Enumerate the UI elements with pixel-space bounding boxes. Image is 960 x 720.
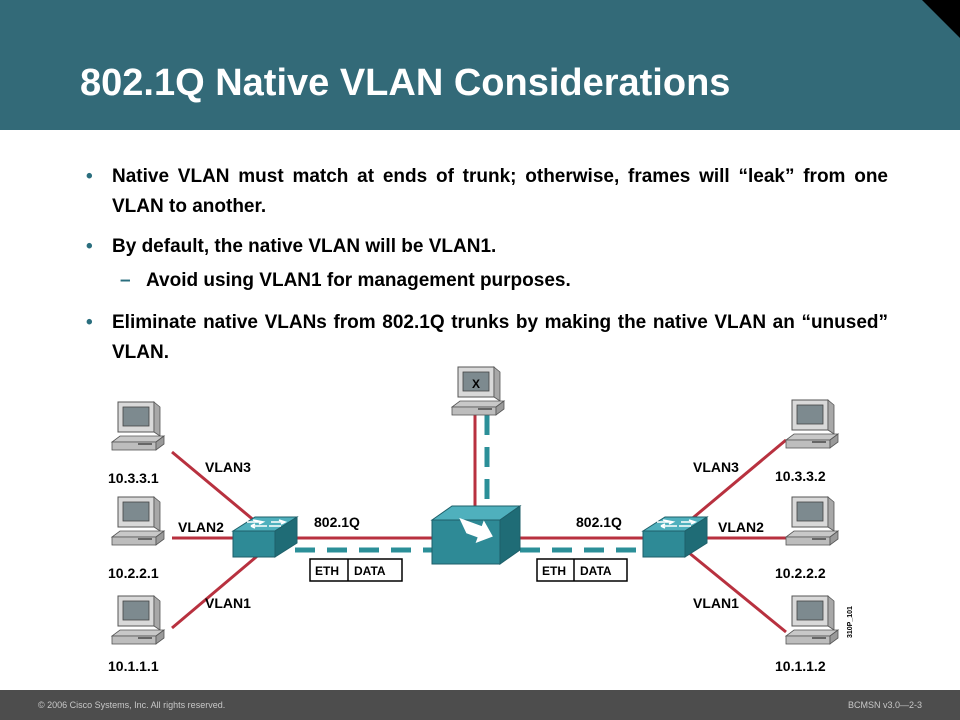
course-id: BCMSN v3.0—2-3 xyxy=(847,700,922,710)
slide-title: 802.1Q Native VLAN Considerations xyxy=(80,62,731,104)
vlan-label: VLAN2 xyxy=(718,519,764,535)
host-label: 10.1.1.2 xyxy=(775,658,826,674)
frame-eth-label: ETH xyxy=(315,564,339,578)
sub-bullet-text: Avoid using VLAN1 for management purpose… xyxy=(146,270,571,291)
copyright-text: © 2006 Cisco Systems, Inc. All rights re… xyxy=(38,700,226,710)
vlan-label: VLAN1 xyxy=(205,595,251,611)
host-label: 10.2.2.1 xyxy=(108,565,159,581)
sub-bullet-marker: – xyxy=(120,270,131,291)
right-vlan-links xyxy=(687,438,787,634)
sub-bullet-item: – Avoid using VLAN1 for management purpo… xyxy=(86,266,888,296)
frame-data-label: DATA xyxy=(580,564,612,578)
host-label: 10.3.3.1 xyxy=(108,470,159,486)
vlan-label: VLAN1 xyxy=(693,595,739,611)
workstation-icon xyxy=(111,496,165,546)
bullet-text: Native VLAN must match at ends of trunk;… xyxy=(112,166,888,217)
footer-bar: © 2006 Cisco Systems, Inc. All rights re… xyxy=(0,690,960,720)
vlan-label: VLAN3 xyxy=(205,459,251,475)
bullet-marker: • xyxy=(86,236,93,257)
host-label: 10.3.3.2 xyxy=(775,468,826,484)
title-bar: 802.1Q Native VLAN Considerations xyxy=(0,0,960,130)
left-vlan-links xyxy=(171,450,263,630)
bullet-list: • Native VLAN must match at ends of trun… xyxy=(86,162,888,378)
host-label: 10.2.2.2 xyxy=(775,565,826,581)
trunk-links xyxy=(296,415,645,540)
vlan-label: VLAN2 xyxy=(178,519,224,535)
workstation-icon xyxy=(111,595,165,645)
bullet-text: By default, the native VLAN will be VLAN… xyxy=(112,236,497,257)
workstation-icon xyxy=(111,401,165,451)
network-diagram: X 10.3.3.1 10.2.2.1 10.1.1.1 10.3.3.2 10… xyxy=(108,366,854,674)
bullet-text: Eliminate native VLANs from 802.1Q trunk… xyxy=(112,312,888,363)
workstation-icon xyxy=(785,399,839,449)
switch-icon xyxy=(642,516,708,558)
frame-data-label: DATA xyxy=(354,564,386,578)
workstation-icon xyxy=(785,595,839,645)
bullet-item: • By default, the native VLAN will be VL… xyxy=(86,232,888,262)
figure-id: 310P_101 xyxy=(847,606,854,638)
top-host-mark: X xyxy=(472,377,480,391)
frame-eth-label: ETH xyxy=(542,564,566,578)
frame-box-left: ETH DATA xyxy=(309,558,403,582)
native-vlan-path xyxy=(295,415,645,553)
corner-triangle xyxy=(922,0,960,38)
bullet-marker: • xyxy=(86,166,93,187)
bullet-item: • Eliminate native VLANs from 802.1Q tru… xyxy=(86,308,888,368)
frame-box-right: ETH DATA xyxy=(536,558,628,582)
bullet-marker: • xyxy=(86,312,93,333)
trunk-label: 802.1Q xyxy=(314,514,360,530)
router-icon xyxy=(430,505,522,565)
vlan-label: VLAN3 xyxy=(693,459,739,475)
workstation-icon xyxy=(451,366,505,416)
workstation-icon xyxy=(785,496,839,546)
switch-icon xyxy=(232,516,298,558)
bullet-item: • Native VLAN must match at ends of trun… xyxy=(86,162,888,222)
trunk-label: 802.1Q xyxy=(576,514,622,530)
host-label: 10.1.1.1 xyxy=(108,658,159,674)
